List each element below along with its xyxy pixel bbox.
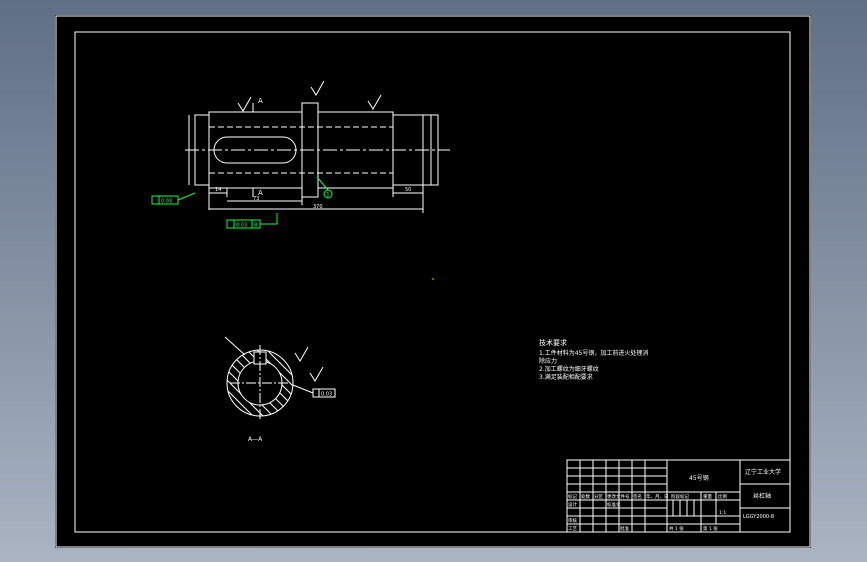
keyway-slot bbox=[213, 136, 297, 164]
section-roughness-1 bbox=[294, 346, 309, 362]
sheet-inner-border bbox=[74, 31, 791, 533]
tech-line-3: 2.加工螺纹为细牙螺纹 bbox=[539, 365, 599, 373]
tolerance-frame-2-datum: B bbox=[254, 223, 258, 229]
leader-tolerance-1 bbox=[177, 192, 196, 201]
title-part-name: 丝杠轴 bbox=[753, 492, 771, 500]
section-label-top: A bbox=[258, 97, 263, 105]
tech-line-2: 除应力 bbox=[539, 357, 557, 365]
title-row-label-5: 签名 bbox=[633, 493, 642, 500]
title-weight: 重量 bbox=[703, 493, 712, 500]
tech-title: 技术要求 bbox=[539, 338, 567, 347]
engineering-drawing: A A 14 73 370 50 0.03 0.03 B bbox=[55, 15, 811, 548]
title-block-border bbox=[566, 459, 791, 533]
title-row-label-2: 处数 bbox=[581, 493, 590, 500]
title-row-label-3: 分区 bbox=[594, 493, 603, 500]
title-material: 45号钢 bbox=[689, 474, 709, 482]
balloon-leader bbox=[316, 176, 329, 191]
title-block: 45号钢 辽宁工业大学 丝杠轴 LGGY2000-8 标记 处数 分区 更改文件… bbox=[566, 459, 791, 533]
title-row-label-6: 年、月、日 bbox=[646, 493, 669, 500]
section-roughness-2 bbox=[309, 366, 324, 382]
tech-line-1: 1.工件材料为45号钢，加工前进火处理消 bbox=[539, 349, 648, 357]
section-view-caption: A—A bbox=[248, 436, 263, 443]
sheet-outer-border bbox=[55, 15, 811, 548]
title-approval: 批准 bbox=[620, 525, 629, 532]
title-school: 辽宁工业大学 bbox=[745, 468, 781, 476]
title-sheet-count: 共 1 张 bbox=[669, 525, 684, 532]
dim-text-right-small: 50 bbox=[405, 187, 411, 193]
dim-text-overall: 370 bbox=[313, 204, 323, 210]
title-scale-value: 1:1 bbox=[719, 510, 726, 516]
tolerance-frame-1-value: 0.03 bbox=[161, 199, 172, 205]
tech-line-4: 3.满足装配相配要求 bbox=[539, 373, 593, 381]
section-label-bottom: A bbox=[258, 189, 263, 197]
section-leader-top bbox=[224, 336, 246, 356]
title-stage-mark: 阶段标记 bbox=[671, 493, 689, 500]
title-row-label-4: 更改文件号 bbox=[607, 493, 630, 500]
title-sheet-num: 第 1 张 bbox=[703, 525, 718, 532]
title-process: 工艺 bbox=[568, 526, 577, 532]
cad-viewport[interactable]: A A 14 73 370 50 0.03 0.03 B bbox=[55, 15, 811, 548]
technical-requirements: 技术要求 1.工件材料为45号钢，加工前进火处理消 除应力 2.加工螺纹为细牙螺… bbox=[539, 338, 648, 381]
section-tolerance-leader bbox=[292, 384, 314, 394]
title-scale: 比例 bbox=[718, 493, 727, 500]
item-balloon-number: 1 bbox=[326, 192, 330, 199]
shaft-main-view: A A 14 73 370 50 bbox=[185, 80, 450, 213]
tolerance-frame-2-value: 0.03 bbox=[236, 223, 247, 229]
title-drawing-number: LGGY2000-8 bbox=[743, 514, 774, 520]
title-standardization: 标准化 bbox=[607, 501, 621, 508]
main-view-annotations: 0.03 0.03 B 1 bbox=[151, 176, 333, 229]
section-view-aa: A—A 0.03 bbox=[224, 336, 336, 443]
title-designer: 设计 bbox=[568, 501, 577, 508]
dim-text-left-small: 14 bbox=[215, 187, 221, 193]
roughness-symbol-3 bbox=[367, 94, 382, 110]
roughness-symbol-1 bbox=[237, 96, 252, 112]
title-row-label-1: 标记 bbox=[568, 493, 577, 500]
dim-text-keyway: 73 bbox=[253, 196, 259, 202]
section-tolerance-value: 0.03 bbox=[321, 392, 332, 398]
roughness-symbol-2 bbox=[310, 80, 325, 96]
title-reviewer: 审核 bbox=[568, 517, 577, 524]
leader-tolerance-2 bbox=[260, 213, 278, 225]
origin-point-mark bbox=[432, 278, 434, 280]
